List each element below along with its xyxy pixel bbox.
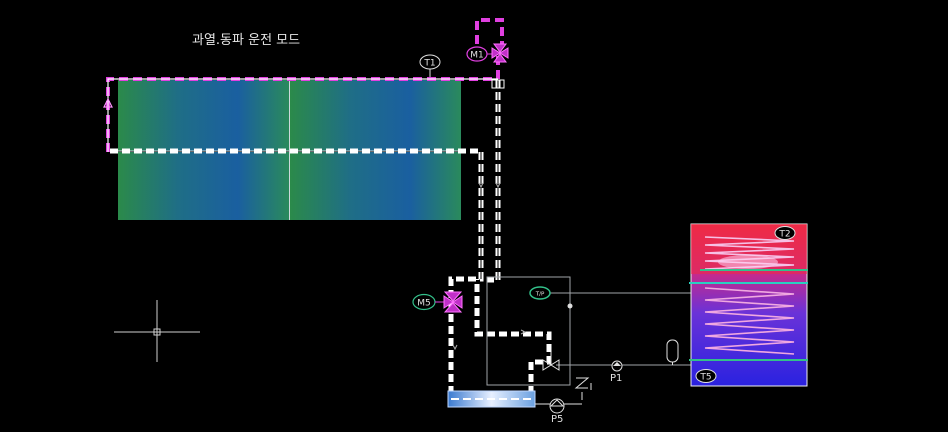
expansion-vessel-icon — [666, 339, 679, 365]
collector-panel-top-left — [118, 80, 289, 151]
valve-m1-label: M1 — [470, 51, 484, 61]
sensor-t1: T1 — [419, 54, 441, 77]
valve-m1: M1 — [466, 43, 509, 63]
sensor-t5: T5 — [695, 369, 717, 383]
pump-p1: P1 — [610, 360, 623, 384]
crosshair-cursor-icon — [114, 300, 200, 362]
sensor-t5-label: T5 — [699, 373, 711, 383]
lower-heat-coil — [704, 287, 795, 355]
flow-arrow-icon — [103, 97, 113, 108]
sensor-t1-label: T1 — [423, 59, 435, 69]
solar-collector — [118, 80, 461, 220]
check-valve-icon — [574, 377, 592, 400]
motorized-valve-icon — [443, 291, 463, 313]
controller-tp: T/P — [529, 286, 551, 300]
pump-p5: P5 — [535, 398, 582, 425]
flow-direction-arrows — [452, 182, 527, 351]
pump-p1-label: P1 — [610, 373, 622, 384]
valve-m5: M5 — [412, 291, 463, 313]
controller-label: T/P — [535, 292, 545, 298]
diagram-title: 과열.동파 운전 모드 — [192, 33, 300, 48]
control-wiring — [486, 276, 694, 386]
temperature-sensor-icon — [774, 226, 796, 240]
motorized-valve-icon — [491, 43, 509, 63]
storage-tank — [689, 223, 808, 387]
collector-panel-bottom-right — [290, 152, 461, 220]
collector-panel-bottom-left — [118, 152, 289, 220]
valve-m5-label: M5 — [417, 299, 431, 309]
collector-panel-top-right — [290, 80, 461, 151]
pump-p5-label: P5 — [551, 414, 563, 425]
sensor-t2-label: T2 — [778, 230, 790, 240]
temperature-sensor-icon — [695, 369, 717, 383]
three-way-valve-icon — [542, 352, 560, 371]
sensor-t2: T2 — [774, 226, 796, 240]
